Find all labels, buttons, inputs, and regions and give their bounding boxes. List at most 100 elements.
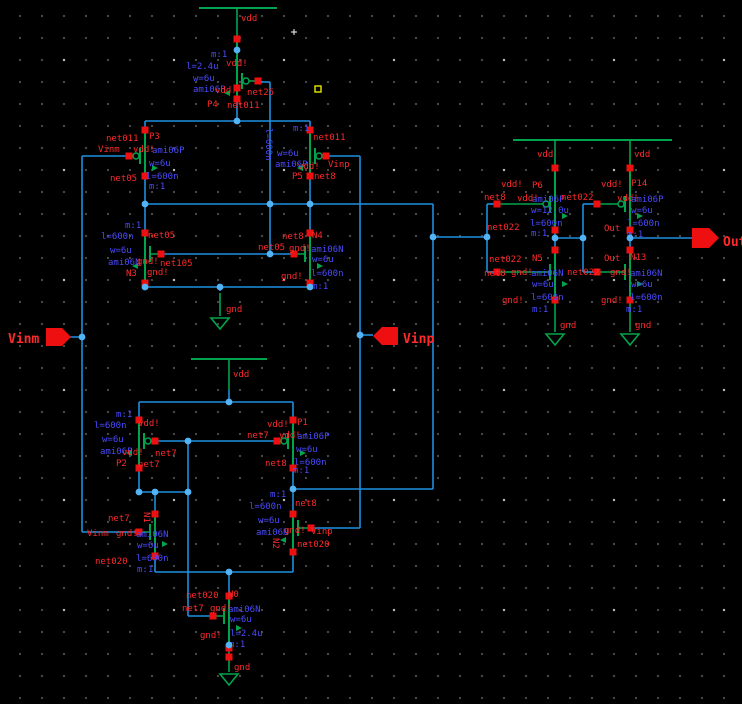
label-P4-vdd: vdd! (215, 86, 237, 96)
device-pin[interactable] (141, 279, 149, 287)
device-pin[interactable] (551, 246, 559, 254)
device-pin[interactable] (151, 510, 159, 518)
bulk-arrow-icon (126, 450, 132, 456)
device-pin[interactable] (306, 172, 314, 180)
device-pin[interactable] (626, 296, 634, 304)
device-pin[interactable] (626, 164, 634, 172)
label-N2-gnd: gnd! (284, 526, 306, 536)
device-pin[interactable] (289, 464, 297, 472)
gnd-symbol[interactable] (619, 333, 641, 347)
label-N4-net05: net05 (258, 243, 285, 253)
device-pin[interactable] (141, 172, 149, 180)
device-pin[interactable] (626, 246, 634, 254)
label-vdd: vdd (233, 370, 249, 380)
device-pin[interactable] (593, 268, 601, 276)
transistor-N13[interactable] (593, 246, 644, 304)
pin[interactable] (233, 84, 241, 92)
bulk-arrow-icon (300, 450, 306, 456)
transistor-P6[interactable] (493, 164, 569, 234)
label-P3-w6u: w=6u (149, 159, 171, 169)
label-P5-net8: net8 (314, 172, 336, 182)
device-pin[interactable] (141, 126, 149, 134)
label-P1-P1: P1 (297, 418, 308, 428)
label-N4-gnd: gnd! (281, 272, 303, 282)
device-pin[interactable] (493, 268, 501, 276)
wire-junction (216, 283, 224, 291)
gnd-symbol[interactable] (218, 673, 240, 687)
device-pin[interactable] (233, 35, 241, 43)
transistor-P3[interactable] (125, 126, 159, 180)
label-N13-l600n: l=600n (630, 293, 663, 303)
device-pin[interactable] (141, 229, 149, 237)
gnd-symbol[interactable] (544, 333, 566, 347)
label-P2-vdd: vdd! (138, 419, 160, 429)
device-pin[interactable] (135, 416, 143, 424)
label-vdd: vdd (241, 14, 257, 24)
label-N5-w6u: w=6u (532, 280, 554, 290)
pin[interactable] (225, 653, 233, 661)
label-N4-l600n: l=600n (311, 269, 344, 279)
label-N0-l24u: l=2.4u (230, 629, 263, 639)
device-pin[interactable] (290, 250, 298, 258)
device-pin[interactable] (551, 164, 559, 172)
device-pin[interactable] (551, 296, 559, 304)
port-Vinp-icon[interactable] (373, 327, 398, 345)
label-N3-N3: N3 (126, 269, 137, 279)
device-pin[interactable] (273, 437, 281, 445)
transistor-N1[interactable] (135, 510, 169, 560)
label-P5-net011: net011 (313, 133, 346, 143)
device-pin[interactable] (493, 200, 501, 208)
label-P3-l600n: l=600n (146, 172, 179, 182)
transistor-N5[interactable] (493, 246, 569, 304)
device-pin[interactable] (306, 126, 314, 134)
label-N2-N2: N2 (270, 538, 280, 549)
label-N2-ami06N: ami06N (256, 528, 289, 538)
label-P4-l24u: l=2.4u (186, 62, 219, 72)
device-pin[interactable] (151, 552, 159, 560)
device-pin[interactable] (225, 592, 233, 600)
wire-junction (141, 200, 149, 208)
gnd-symbol[interactable] (209, 317, 231, 331)
label-N13-ami06N: ami06N (630, 269, 663, 279)
device-pin[interactable] (135, 528, 143, 536)
label-P1-net8: net8 (265, 459, 287, 469)
device-pin[interactable] (593, 200, 601, 208)
transistor-P5[interactable] (297, 126, 330, 180)
device-pin[interactable] (209, 612, 217, 620)
device-pin[interactable] (306, 229, 314, 237)
label-P5-Vinp: Vinp (328, 160, 350, 170)
device-pin[interactable] (289, 416, 297, 424)
label-P4-ami06P: ami06P (193, 85, 226, 95)
port-Out-icon[interactable] (692, 228, 719, 248)
device-pin[interactable] (322, 152, 330, 160)
wire-junction (225, 641, 233, 649)
transistor-P14[interactable] (593, 164, 644, 234)
device-pin[interactable] (307, 524, 315, 532)
device-pin[interactable] (157, 250, 165, 258)
transistor-N4[interactable] (290, 229, 324, 287)
wire-junction (306, 283, 314, 291)
device-pin[interactable] (306, 279, 314, 287)
device-pin[interactable] (125, 152, 133, 160)
device-pin[interactable] (135, 464, 143, 472)
port-Vinm-icon[interactable] (46, 328, 71, 346)
label-N2-net8: net8 (295, 499, 317, 509)
transistor-N3[interactable] (132, 229, 165, 287)
device-pin[interactable] (551, 226, 559, 234)
device-pin[interactable] (233, 95, 241, 103)
label-N13-N13: N13 (630, 253, 646, 263)
label-P2-l600n: l=600n (94, 421, 127, 431)
device-pin[interactable] (289, 510, 297, 518)
transistor-P1[interactable] (273, 416, 307, 472)
bulk-arrow-icon (152, 165, 158, 171)
label-N4-gnd: gnd! (289, 244, 311, 254)
transistor-P2[interactable] (126, 416, 159, 472)
device-pin[interactable] (151, 437, 159, 445)
device-pin[interactable] (626, 226, 634, 234)
device-pin[interactable] (289, 548, 297, 556)
label-N0-ami06N: ami06N (228, 605, 261, 615)
transistor-N2[interactable] (280, 510, 315, 556)
device-pin[interactable] (254, 77, 262, 85)
label-P6-w120u: w=12.0u (531, 206, 569, 216)
